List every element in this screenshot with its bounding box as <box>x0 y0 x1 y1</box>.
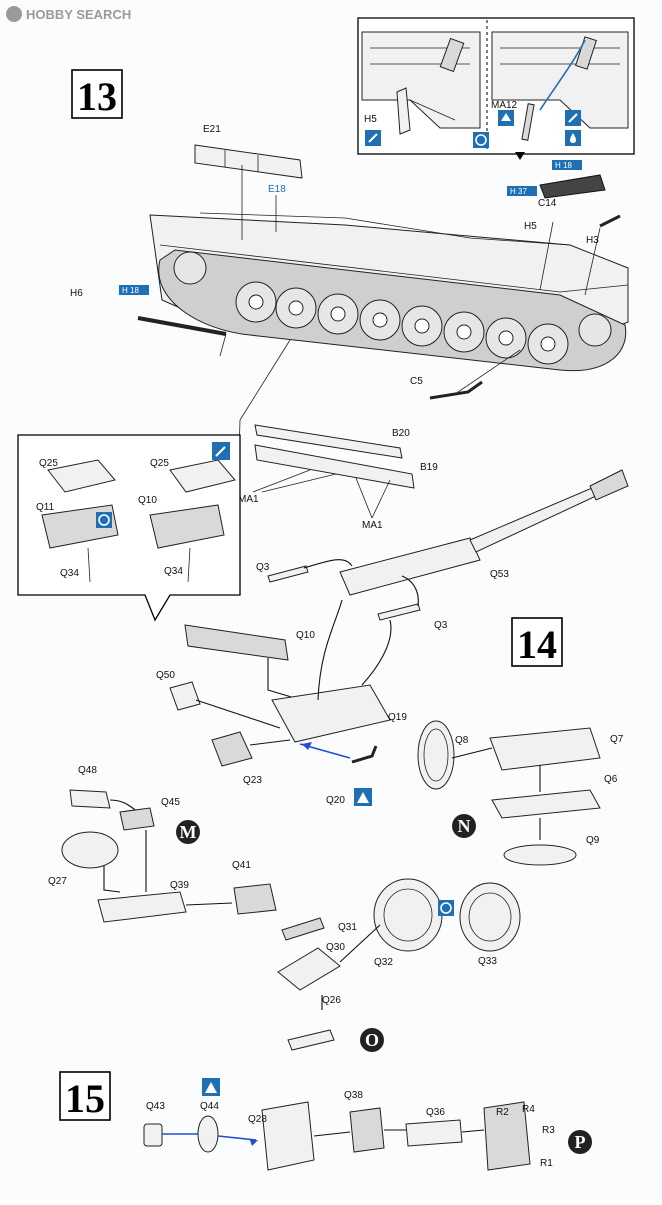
paint-icon <box>565 110 581 126</box>
step-15-assembly: Q43 Q44 Q28 Q38 Q36 R2 R4 R3 R1 P <box>143 1078 592 1171</box>
circle-o: O <box>360 1028 384 1052</box>
label-q34-a: Q34 <box>60 568 79 579</box>
step-15-number: 15 <box>65 1076 105 1121</box>
rotate-icon-q32 <box>438 900 454 916</box>
label-q3-a: Q3 <box>256 562 270 573</box>
label-e21: E21 <box>203 124 221 135</box>
glue-icon <box>365 130 381 146</box>
label-q23: Q23 <box>243 775 262 786</box>
glue-icon-q10 <box>212 442 230 460</box>
step-14-frame <box>511 617 563 667</box>
label-q8: Q8 <box>455 735 469 746</box>
arrow-up-icon <box>498 110 514 126</box>
gun-mount-assembly: Q10 Q19 Q50 Q23 Q20 <box>156 599 407 806</box>
label-q25-a: Q25 <box>39 458 58 469</box>
label-ma1-a: MA1 <box>238 494 259 505</box>
no-glue-icon <box>354 788 372 806</box>
label-q45: Q45 <box>161 797 180 808</box>
label-q32: Q32 <box>374 957 393 968</box>
svg-text:N: N <box>458 816 471 836</box>
label-q31: Q31 <box>338 922 357 933</box>
label-r4: R4 <box>522 1104 535 1115</box>
watermark-logo-icon <box>6 6 22 22</box>
badge-h18-left: H 18 <box>119 285 149 295</box>
label-q25-b: Q25 <box>150 458 169 469</box>
step-15-frame <box>59 1071 111 1121</box>
no-glue-icon-q44 <box>202 1078 220 1096</box>
label-q27: Q27 <box>48 876 67 887</box>
label-q7: Q7 <box>610 734 624 745</box>
step-14-number: 14 <box>517 622 557 667</box>
svg-text:H 37: H 37 <box>510 187 527 196</box>
label-q34-b: Q34 <box>164 566 183 577</box>
label-q28: Q28 <box>248 1114 267 1125</box>
rotate-icon <box>473 132 489 148</box>
svg-text:M: M <box>180 822 197 842</box>
label-q50: Q50 <box>156 670 175 681</box>
label-q39: Q39 <box>170 880 189 891</box>
label-q48: Q48 <box>78 765 97 776</box>
label-h3: H3 <box>586 235 599 246</box>
elevation-assembly: Q48 Q45 Q27 Q39 Q41 <box>48 765 277 923</box>
label-q6: Q6 <box>604 774 618 785</box>
label-q43: Q43 <box>146 1101 165 1112</box>
label-c14: C14 <box>538 198 557 209</box>
traverse-assembly: Q8 Q7 Q6 Q9 <box>417 720 624 866</box>
gearing-assembly: Q31 Q30 Q26 Q32 Q33 <box>277 878 521 1051</box>
label-q10: Q10 <box>296 630 315 641</box>
rotate-icon-q11 <box>96 512 112 528</box>
watermark-text: HOBBY SEARCH <box>26 7 131 22</box>
badge-h37: H 37 <box>507 186 537 196</box>
label-h6: H6 <box>70 288 83 299</box>
rail-parts-b19-b20: B20 B19 MA1 MA1 <box>235 339 438 561</box>
label-e18: E18 <box>268 184 286 195</box>
water-drop-icon <box>565 130 581 146</box>
q-inset-box: Q25 Q25 Q11 Q10 Q34 Q34 <box>17 434 241 622</box>
step-14: 14 <box>511 617 563 667</box>
label-q38: Q38 <box>344 1090 363 1101</box>
circle-m: M <box>176 820 200 844</box>
label-q10-inset: Q10 <box>138 495 157 506</box>
label-q30: Q30 <box>326 942 345 953</box>
gun-barrel-q53: Q53 Q3 Q3 <box>256 469 629 631</box>
label-h5: H5 <box>524 221 537 232</box>
label-q9: Q9 <box>586 835 600 846</box>
label-q44: Q44 <box>200 1101 219 1112</box>
step-13-frame <box>71 69 123 119</box>
svg-text:H 18: H 18 <box>122 286 139 295</box>
svg-text:O: O <box>365 1030 379 1050</box>
label-q11: Q11 <box>36 502 55 513</box>
label-b20: B20 <box>392 428 410 439</box>
label-c5: C5 <box>410 376 423 387</box>
label-q26: Q26 <box>322 995 341 1006</box>
label-ma12: MA12 <box>491 100 518 111</box>
label-h5-inset: H5 <box>364 114 377 125</box>
label-q36: Q36 <box>426 1107 445 1118</box>
svg-text:P: P <box>575 1132 586 1152</box>
label-q20: Q20 <box>326 795 345 806</box>
label-q19: Q19 <box>388 712 407 723</box>
circle-n: N <box>452 814 476 838</box>
label-q3-b: Q3 <box>434 620 448 631</box>
badge-h18-right: H 18 <box>552 160 582 170</box>
label-r2: R2 <box>496 1107 509 1118</box>
label-q53: Q53 <box>490 569 509 580</box>
label-r3: R3 <box>542 1125 555 1136</box>
step-13-detail-inset: H5 MA12 <box>357 17 635 160</box>
step-13-number: 13 <box>77 74 117 119</box>
circle-p: P <box>568 1130 592 1154</box>
step-13: 13 <box>71 69 123 119</box>
label-q41: Q41 <box>232 860 251 871</box>
label-q33: Q33 <box>478 956 497 967</box>
label-ma1-b: MA1 <box>362 520 383 531</box>
label-r1: R1 <box>540 1158 553 1169</box>
tank-hull-assembly: E21 E18 H6 H 18 H 18 H 37 C14 H5 H3 C5 <box>70 124 629 400</box>
watermark: HOBBY SEARCH <box>6 6 131 22</box>
label-b19: B19 <box>420 462 438 473</box>
svg-text:H 18: H 18 <box>555 161 572 170</box>
step-15: 15 <box>59 1071 111 1121</box>
